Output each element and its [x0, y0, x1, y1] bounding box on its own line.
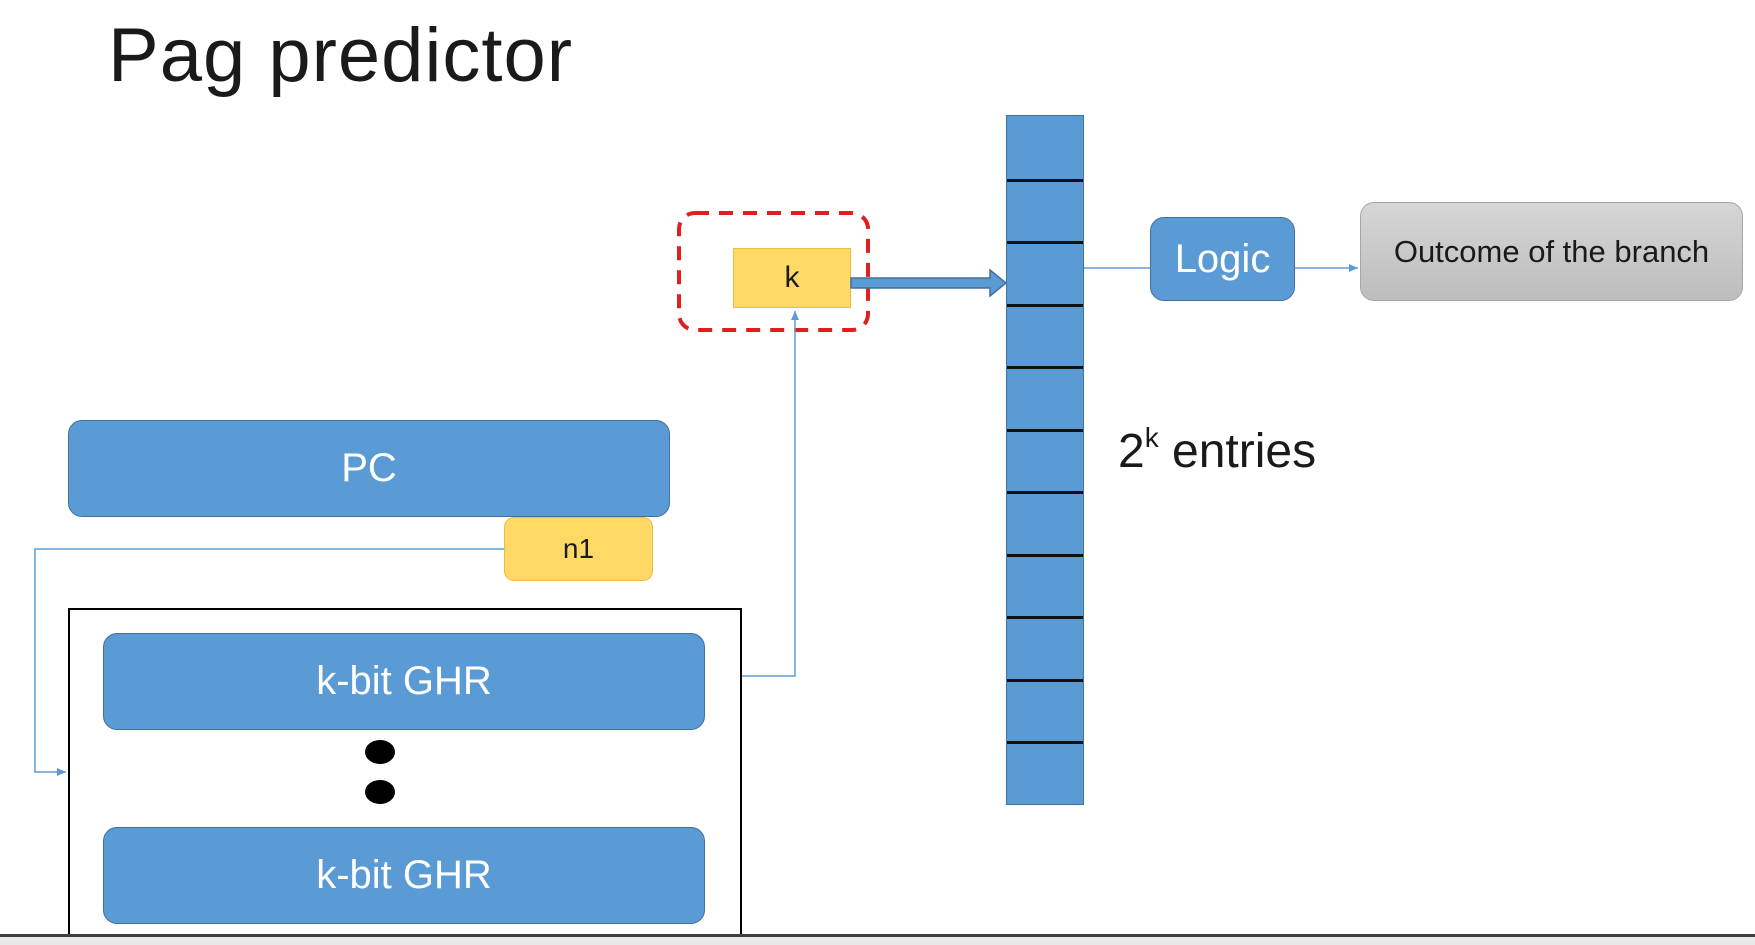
k-to-table-arrow — [850, 268, 1008, 298]
ellipsis-dot-1 — [365, 740, 395, 764]
slide-footer-bar — [0, 934, 1755, 945]
table-size-label: 2k entries — [1118, 422, 1316, 479]
ghr-register-bottom: k-bit GHR — [103, 827, 705, 924]
page-title: Pag predictor — [108, 13, 574, 98]
pc-register: PC — [68, 420, 670, 517]
branch-outcome-box: Outcome of the branch — [1360, 202, 1743, 301]
k-bit-index-field: k — [733, 248, 851, 308]
table-size-base: 2 — [1118, 425, 1145, 478]
pattern-history-table — [1006, 115, 1084, 805]
table-row-divider — [1007, 366, 1083, 369]
table-row-divider — [1007, 554, 1083, 557]
ghr-to-k-connector — [742, 311, 799, 677]
table-size-exponent: k — [1144, 422, 1159, 453]
table-row-divider — [1007, 179, 1083, 182]
ellipsis-dot-2 — [365, 780, 395, 804]
table-row-divider — [1007, 429, 1083, 432]
ghr-register-top: k-bit GHR — [103, 633, 705, 730]
table-row-divider — [1007, 741, 1083, 744]
table-row-divider — [1007, 491, 1083, 494]
table-row-divider — [1007, 616, 1083, 619]
table-row-divider — [1007, 304, 1083, 307]
table-size-suffix: entries — [1158, 425, 1317, 478]
logic-block: Logic — [1150, 217, 1295, 301]
n1-field: n1 — [504, 517, 653, 581]
table-row-divider — [1007, 241, 1083, 244]
table-row-divider — [1007, 679, 1083, 682]
